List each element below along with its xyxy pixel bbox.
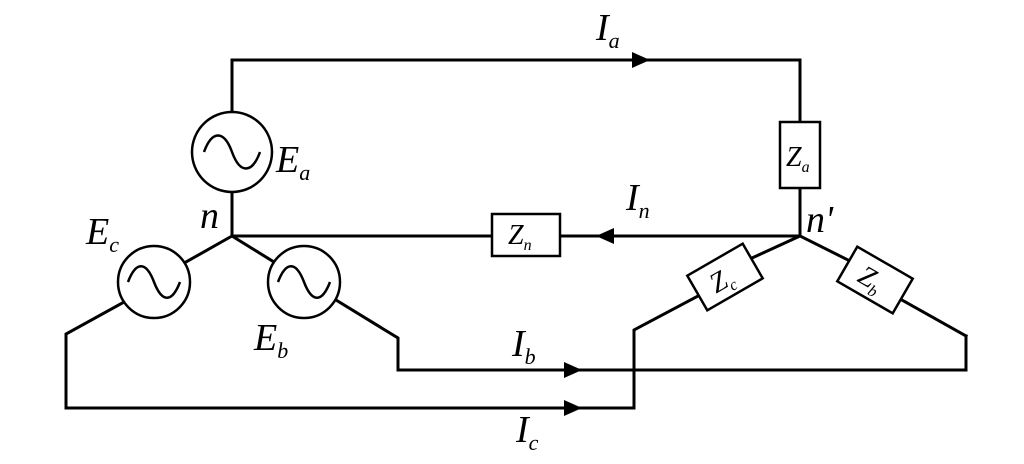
wire-phase-b: [333, 297, 968, 372]
label-in: In: [625, 177, 650, 223]
label-ea: Ea: [275, 139, 310, 185]
label-za: Za: [786, 142, 810, 176]
label-eb: Eb: [253, 317, 288, 363]
arrow-ic: [564, 400, 582, 416]
wire-n-to-eb: [229, 233, 277, 265]
arrow-in: [596, 228, 614, 244]
wire-n-to-ec: [183, 233, 235, 265]
label-ic: Ic: [515, 409, 539, 455]
label-zn: Zn: [508, 220, 532, 254]
impedance-zn: [490, 212, 562, 258]
label-node-n: n: [200, 195, 219, 237]
wire-zc-to-nprime: [750, 234, 802, 260]
wire-zb-to-corner: [899, 297, 969, 339]
arrow-ia: [632, 52, 650, 68]
wire-phase-a: [230, 58, 802, 238]
label-ec: Ec: [85, 211, 119, 257]
impedance-za: [778, 120, 822, 190]
label-ib: Ib: [511, 323, 536, 369]
wire-phase-c: [64, 293, 701, 410]
source-ec: [116, 244, 192, 320]
source-ea: [190, 110, 274, 194]
source-eb: [266, 244, 342, 320]
wire-nprime-to-zb: [797, 233, 851, 263]
impedance-zb: [835, 244, 915, 316]
arrow-ib: [564, 362, 582, 378]
label-node-nprime: n': [806, 199, 834, 241]
impedance-zc: [685, 241, 765, 313]
label-ia: Ia: [595, 7, 620, 53]
